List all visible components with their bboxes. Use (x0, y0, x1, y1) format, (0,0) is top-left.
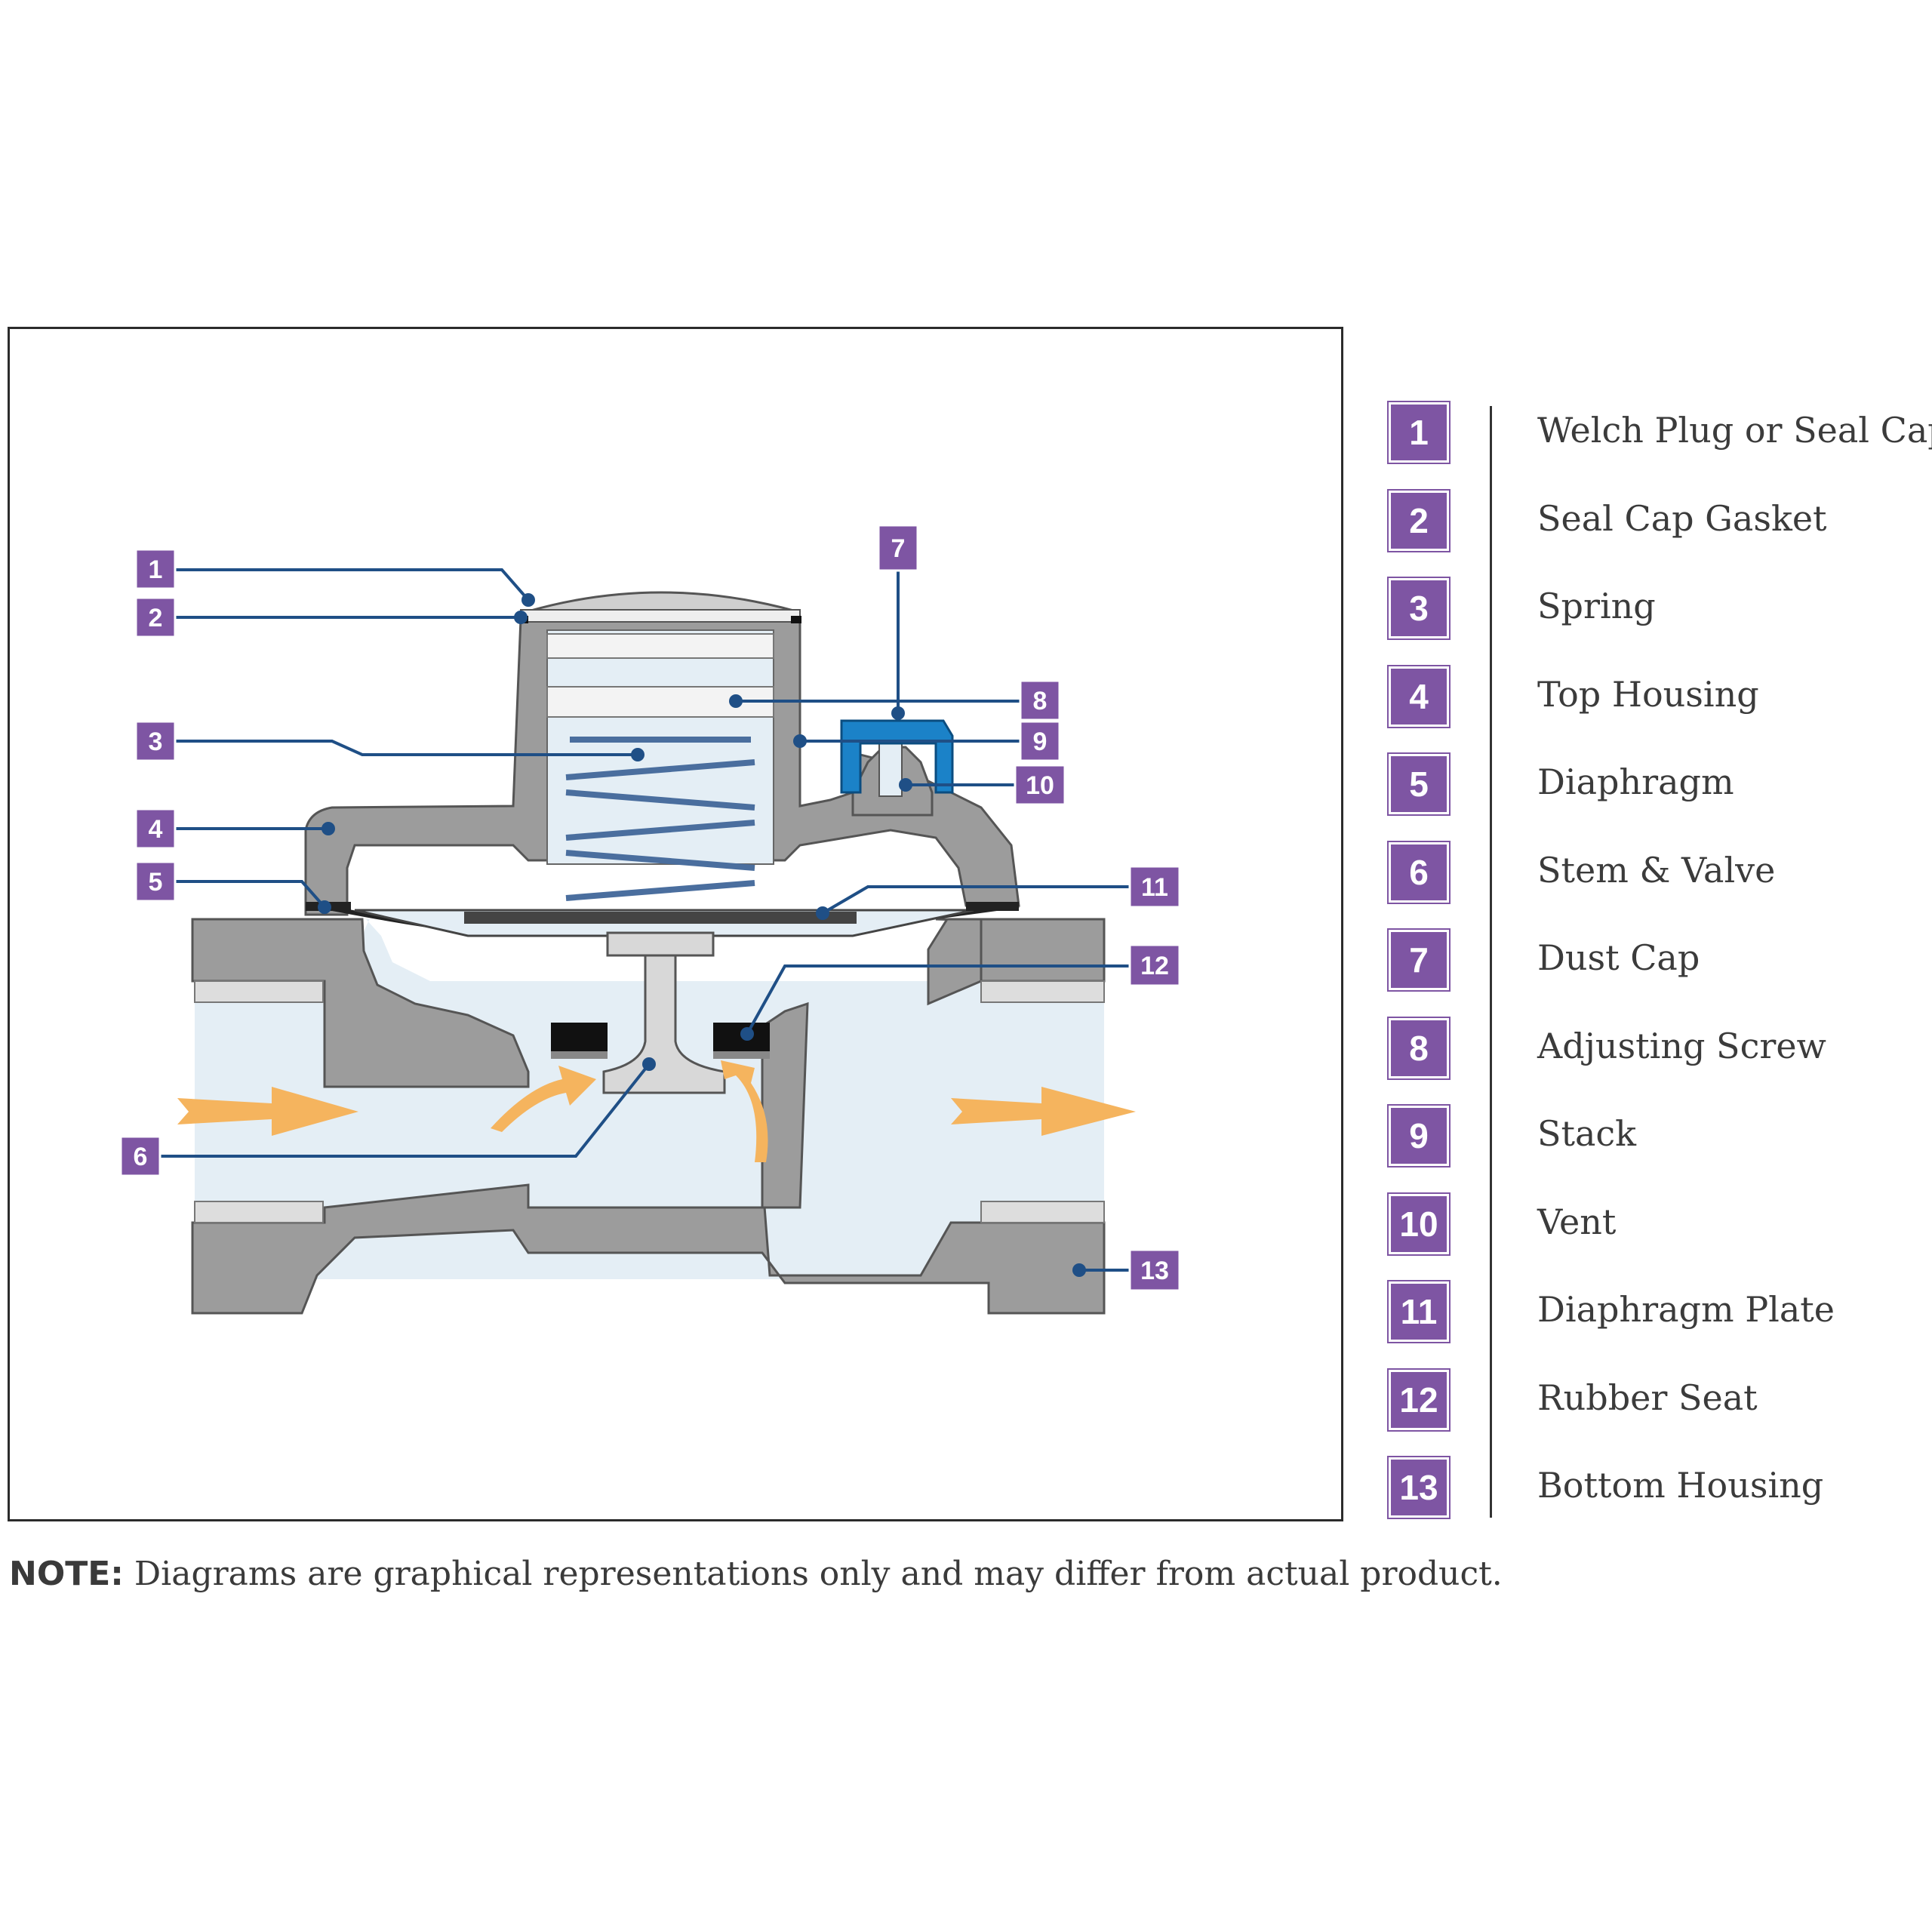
legend-number: 11 (1387, 1280, 1451, 1343)
callout-8-label: 8 (1033, 687, 1048, 715)
legend-item-13: 13 Bottom Housing (1387, 1456, 1932, 1519)
legend-label: Stack (1537, 1113, 1637, 1154)
callout-2: 2 (134, 596, 177, 638)
legend-number: 10 (1387, 1192, 1451, 1256)
legend-number: 9 (1387, 1104, 1451, 1168)
legend-item-5: 5 Diaphragm (1387, 752, 1932, 816)
legend-number: 7 (1387, 928, 1451, 992)
callout-7-label: 7 (891, 534, 906, 563)
legend-label: Welch Plug or Seal Cap (1537, 410, 1932, 451)
rubber-seats (551, 1023, 770, 1059)
leader-dots (318, 593, 1086, 1277)
legend-item-3: 3 Spring (1387, 577, 1932, 640)
legend-label: Rubber Seat (1537, 1377, 1758, 1418)
callout-3: 3 (134, 720, 177, 762)
legend-label: Diaphragm Plate (1537, 1289, 1835, 1330)
stack-vent (851, 743, 934, 817)
legend-number: 6 (1387, 841, 1451, 904)
legend-item-6: 6 Stem & Valve (1387, 841, 1932, 904)
legend-divider (1490, 406, 1492, 1518)
legend-label: Seal Cap Gasket (1537, 498, 1827, 539)
callout-1-label: 1 (149, 555, 163, 584)
callout-11-label: 11 (1141, 873, 1168, 902)
note-prefix: NOTE: (9, 1555, 124, 1593)
callout-9-label: 9 (1033, 728, 1048, 756)
dust-cap (840, 719, 954, 794)
legend-label: Vent (1537, 1201, 1617, 1242)
legend-number: 8 (1387, 1017, 1451, 1080)
callout-3-label: 3 (149, 728, 163, 756)
legend-label: Stem & Valve (1537, 850, 1776, 891)
note-text: Diagrams are graphical representations o… (123, 1555, 1503, 1593)
legend-number: 3 (1387, 577, 1451, 640)
legend-label: Bottom Housing (1537, 1465, 1824, 1506)
legend-number: 1 (1387, 401, 1451, 464)
legend-label: Top Housing (1537, 674, 1759, 715)
callout-5-label: 5 (149, 868, 163, 897)
callout-5: 5 (134, 860, 177, 903)
legend-label: Adjusting Screw (1537, 1026, 1826, 1066)
bottom-housing (191, 918, 1106, 1315)
legend-number: 5 (1387, 752, 1451, 816)
callout-10-label: 10 (1026, 771, 1054, 800)
legend-item-4: 4 Top Housing (1387, 665, 1932, 728)
callout-13-label: 13 (1140, 1257, 1169, 1285)
callout-9: 9 (1019, 720, 1061, 762)
legend-number: 2 (1387, 489, 1451, 552)
callout-6-label: 6 (134, 1143, 148, 1171)
callout-2-label: 2 (149, 604, 163, 632)
flow-arrows (177, 1060, 1136, 1162)
callout-4-label: 4 (149, 815, 163, 844)
callout-4: 4 (134, 808, 177, 850)
legend-label: Spring (1537, 586, 1656, 626)
callout-7: 7 (877, 524, 919, 572)
callout-12: 12 (1128, 943, 1181, 987)
legend-number: 4 (1387, 665, 1451, 728)
pipe-threads (194, 980, 1105, 1223)
diaphragm (306, 902, 1020, 937)
callout-13: 13 (1128, 1248, 1181, 1292)
gas-regulator-cutaway-diagram: 1 2 3 4 5 6 7 8 9 10 11 12 (119, 524, 1181, 1315)
callout-12-label: 12 (1140, 952, 1169, 980)
legend-item-8: 8 Adjusting Screw (1387, 1017, 1932, 1080)
legend-item-10: 10 Vent (1387, 1192, 1932, 1256)
callout-10: 10 (1014, 764, 1066, 806)
callout-11: 11 (1128, 865, 1181, 909)
legend-item-1: 1 Welch Plug or Seal Cap (1387, 401, 1932, 464)
callout-1: 1 (134, 548, 177, 590)
leader-lines (158, 568, 1132, 1272)
legend-item-2: 2 Seal Cap Gasket (1387, 489, 1932, 552)
callout-8: 8 (1019, 679, 1061, 721)
stem-valve (602, 931, 726, 1094)
diagram-frame (8, 327, 1343, 1521)
legend-item-7: 7 Dust Cap (1387, 928, 1932, 992)
disclaimer-note: NOTE: Diagrams are graphical representat… (9, 1555, 1503, 1593)
spring-chamber (546, 629, 774, 865)
legend-label: Dust Cap (1537, 937, 1700, 978)
legend-item-11: 11 Diaphragm Plate (1387, 1280, 1932, 1343)
legend-number: 13 (1387, 1456, 1451, 1519)
legend-number: 12 (1387, 1368, 1451, 1432)
legend-item-12: 12 Rubber Seat (1387, 1368, 1932, 1432)
legend-item-9: 9 Stack (1387, 1104, 1932, 1168)
seal-cap (518, 591, 801, 623)
legend-label: Diaphragm (1537, 761, 1734, 802)
callout-6: 6 (119, 1135, 162, 1177)
